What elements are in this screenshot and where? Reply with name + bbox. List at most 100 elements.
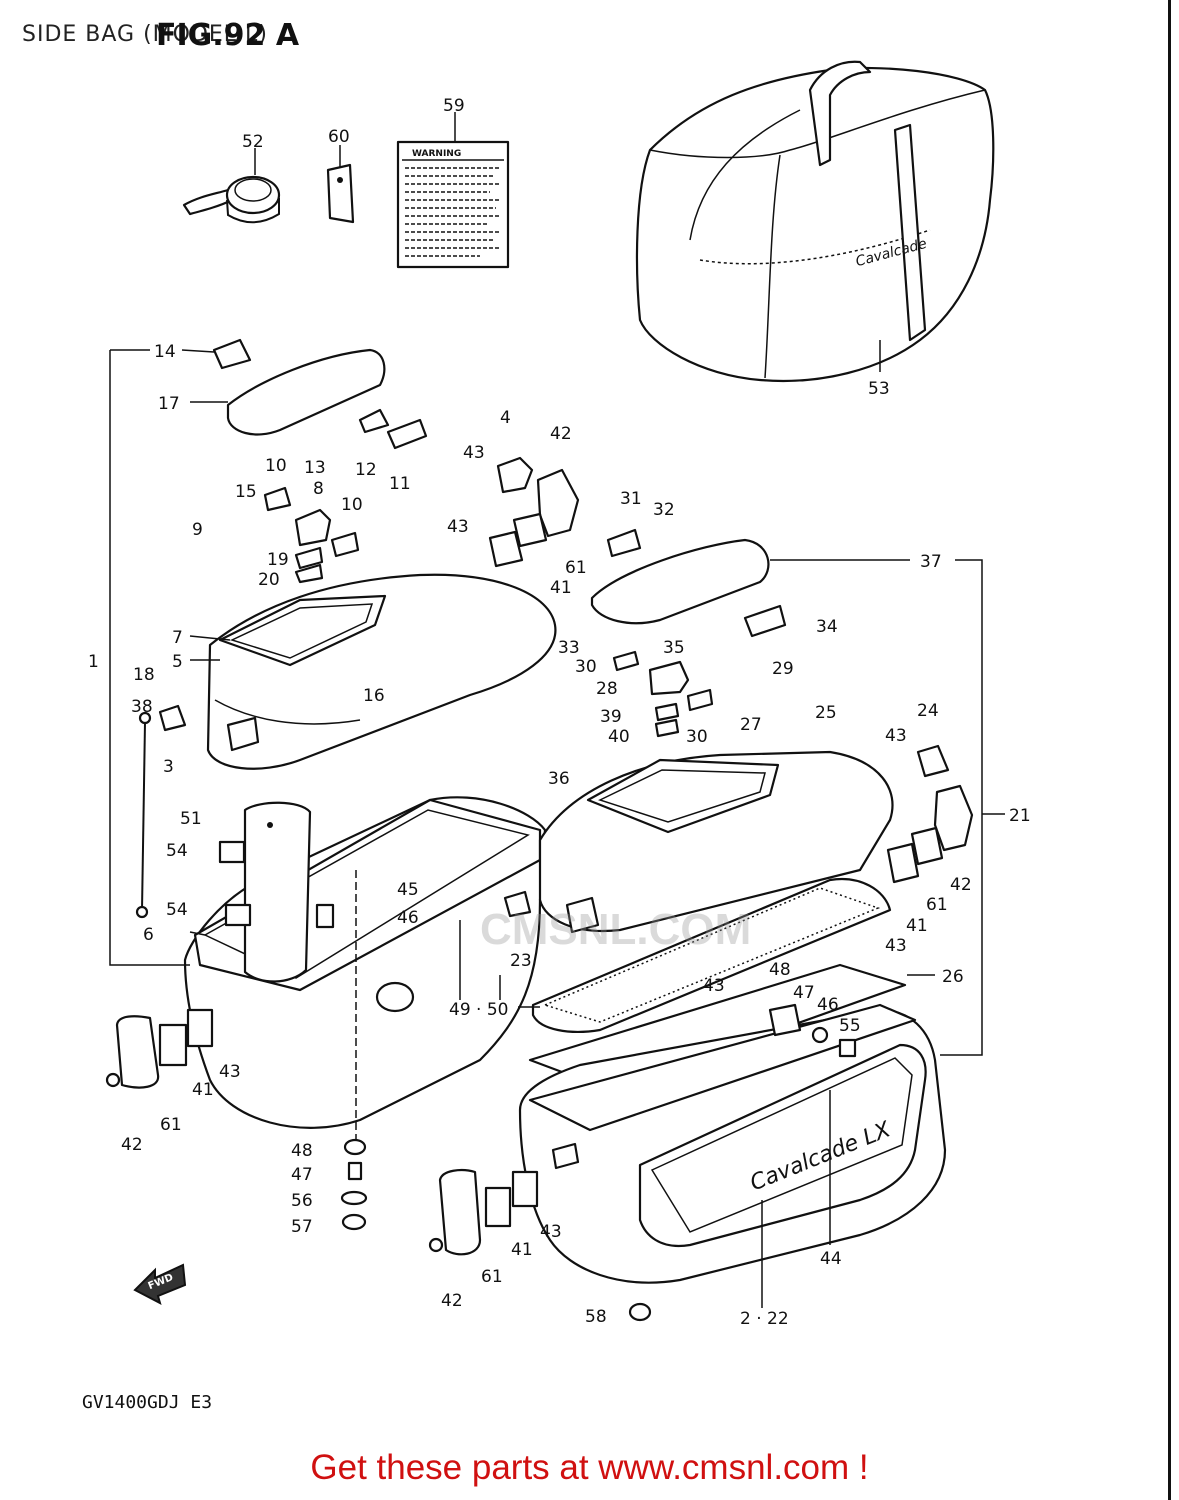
callout-61d: 61 bbox=[481, 1267, 503, 1287]
footer-link[interactable]: Get these parts at www.cmsnl.com ! bbox=[310, 1448, 869, 1487]
callout-16: 16 bbox=[363, 686, 385, 706]
part-52-cap bbox=[182, 175, 281, 224]
callout-60: 60 bbox=[328, 127, 350, 147]
callout-39: 39 bbox=[600, 707, 622, 727]
callout-30a: 30 bbox=[575, 657, 597, 677]
callout-43c: 43 bbox=[885, 726, 907, 746]
callout-1: 1 bbox=[88, 652, 99, 672]
callout-8: 8 bbox=[313, 479, 324, 499]
page-edge-line bbox=[1168, 0, 1171, 1500]
callout-2-22: 2 · 22 bbox=[740, 1309, 789, 1329]
watermark: CMSNL.COM bbox=[480, 905, 752, 954]
callout-57: 57 bbox=[291, 1217, 313, 1237]
part-8-10-brackets bbox=[263, 486, 360, 584]
callout-52: 52 bbox=[242, 132, 264, 152]
callout-41d: 41 bbox=[511, 1240, 533, 1260]
callout-41b: 41 bbox=[906, 916, 928, 936]
callout-49-50: 49 · 50 bbox=[449, 1000, 508, 1020]
callout-29: 29 bbox=[772, 659, 794, 679]
callout-18: 18 bbox=[133, 665, 155, 685]
part-60-clip bbox=[326, 163, 355, 224]
callout-42d: 42 bbox=[441, 1291, 463, 1311]
callout-15: 15 bbox=[235, 482, 257, 502]
callout-61a: 61 bbox=[565, 558, 587, 578]
callout-47a: 47 bbox=[793, 983, 815, 1003]
callout-43f: 43 bbox=[219, 1062, 241, 1082]
callout-43a: 43 bbox=[463, 443, 485, 463]
part-38-stay-rod bbox=[135, 704, 187, 919]
callout-42b: 42 bbox=[950, 875, 972, 895]
fwd-arrow-icon bbox=[133, 1263, 187, 1305]
callout-4: 4 bbox=[500, 408, 511, 428]
callout-46b: 46 bbox=[817, 995, 839, 1015]
callout-34: 34 bbox=[816, 617, 838, 637]
part-53-soft-bag bbox=[635, 60, 995, 383]
callout-37: 37 bbox=[920, 552, 942, 572]
callout-17: 17 bbox=[158, 394, 180, 414]
center-bottom-latch bbox=[428, 1169, 539, 1256]
callout-6: 6 bbox=[143, 925, 154, 945]
callout-51: 51 bbox=[180, 809, 202, 829]
page-title: SIDE BAG (MODEL L) bbox=[22, 22, 268, 47]
part-59-warning-label bbox=[396, 140, 510, 269]
callout-30b: 30 bbox=[686, 727, 708, 747]
callout-9: 9 bbox=[192, 520, 203, 540]
callout-56: 56 bbox=[291, 1191, 313, 1211]
callout-25: 25 bbox=[815, 703, 837, 723]
callout-24: 24 bbox=[917, 701, 939, 721]
callout-labels: 1 2 · 22 3 4 5 6 7 8 9 10 10 11 12 13 14… bbox=[88, 96, 1031, 1329]
callout-54a: 54 bbox=[166, 841, 188, 861]
right-lid-assembly bbox=[503, 750, 894, 934]
callout-61b: 61 bbox=[926, 895, 948, 915]
callout-35: 35 bbox=[663, 638, 685, 658]
callout-61c: 61 bbox=[160, 1115, 182, 1135]
callout-41a: 41 bbox=[550, 578, 572, 598]
callout-10a: 10 bbox=[265, 456, 287, 476]
callout-42a: 42 bbox=[550, 424, 572, 444]
callout-42c: 42 bbox=[121, 1135, 143, 1155]
callout-55: 55 bbox=[839, 1016, 861, 1036]
callout-3: 3 bbox=[163, 757, 174, 777]
callout-41c: 41 bbox=[192, 1080, 214, 1100]
callout-33: 33 bbox=[558, 638, 580, 658]
warning-label-heading: WARNING bbox=[412, 149, 461, 159]
right-case-body bbox=[518, 1003, 947, 1284]
callout-14: 14 bbox=[154, 342, 176, 362]
left-bottom-latch bbox=[105, 1008, 214, 1089]
callout-59: 59 bbox=[443, 96, 465, 116]
callout-43e: 43 bbox=[703, 976, 725, 996]
leader-lines bbox=[109, 112, 1005, 1308]
callout-58: 58 bbox=[585, 1307, 607, 1327]
part-37-inner-lid bbox=[590, 528, 787, 738]
callout-10b: 10 bbox=[341, 495, 363, 515]
callout-47b: 47 bbox=[291, 1165, 313, 1185]
callout-54b: 54 bbox=[166, 900, 188, 920]
callout-32: 32 bbox=[653, 500, 675, 520]
right-latch-parts bbox=[886, 744, 974, 884]
part-51-tool-pouch bbox=[243, 801, 312, 983]
callout-43b: 43 bbox=[447, 517, 469, 537]
part-17-inner-lid bbox=[226, 348, 386, 436]
part-58-grommet bbox=[628, 1302, 652, 1322]
callout-36: 36 bbox=[548, 769, 570, 789]
callout-12: 12 bbox=[355, 460, 377, 480]
callout-48b: 48 bbox=[291, 1141, 313, 1161]
callout-7: 7 bbox=[172, 628, 183, 648]
callout-44: 44 bbox=[820, 1249, 842, 1269]
callout-38: 38 bbox=[131, 697, 153, 717]
callout-23: 23 bbox=[510, 951, 532, 971]
callout-53: 53 bbox=[868, 379, 890, 399]
part-54-strap bbox=[218, 840, 335, 929]
callout-5: 5 bbox=[172, 652, 183, 672]
callout-26: 26 bbox=[942, 967, 964, 987]
figure-label: FIG.92 A bbox=[156, 18, 300, 53]
callout-40: 40 bbox=[608, 727, 630, 747]
model-code: GV1400GDJ E3 bbox=[82, 1392, 213, 1413]
part-14-hinge bbox=[212, 338, 252, 370]
callout-45: 45 bbox=[397, 880, 419, 900]
callout-11: 11 bbox=[389, 474, 411, 494]
callout-46a: 46 bbox=[397, 908, 419, 928]
callout-43g: 43 bbox=[540, 1222, 562, 1242]
callout-28: 28 bbox=[596, 679, 618, 699]
